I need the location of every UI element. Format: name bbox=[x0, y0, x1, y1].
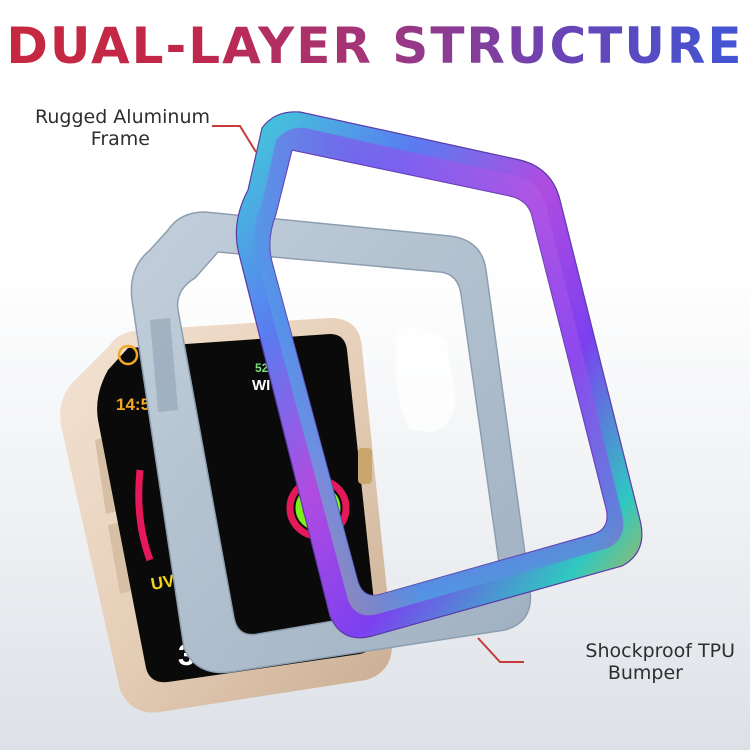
bumper-leader-line bbox=[477, 637, 524, 663]
watch-small-value: 52 bbox=[255, 361, 269, 375]
page-title: DUAL-LAYER STRUCTURE bbox=[0, 14, 750, 78]
digital-crown bbox=[358, 448, 372, 484]
stopwatch-icon bbox=[117, 344, 139, 366]
frame-callout: Rugged Aluminum Frame bbox=[20, 106, 210, 150]
frame-callout-line1: Rugged Aluminum bbox=[35, 106, 210, 128]
bumper-callout: Shockproof TPU Bumper bbox=[520, 640, 735, 684]
frame-leader-line bbox=[212, 125, 257, 153]
aluminum-frame bbox=[235, 111, 643, 639]
bumper-callout-line1: Shockproof TPU bbox=[585, 640, 735, 662]
bumper-callout-line2: Bumper bbox=[607, 662, 683, 684]
tpu-bumper bbox=[130, 211, 532, 674]
frame-callout-line2: Frame bbox=[90, 128, 150, 150]
